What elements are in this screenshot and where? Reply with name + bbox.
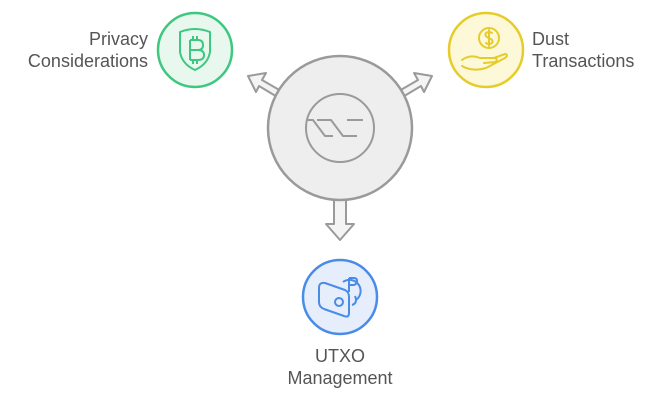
central-hub	[266, 54, 414, 202]
arrow-down-icon	[325, 198, 355, 241]
privacy-node	[156, 11, 234, 89]
privacy-label-line2: Considerations	[27, 51, 148, 71]
shield-bitcoin-icon	[179, 28, 211, 71]
utxo-label-line1: UTXO	[314, 346, 365, 366]
utxo-node	[301, 258, 379, 336]
privacy-label-line1: Privacy	[88, 29, 148, 49]
hand-coin-dollar-icon	[461, 27, 508, 71]
dust-label-line1: Dust	[532, 29, 570, 49]
dust-label: Dust Transactions	[532, 28, 657, 72]
utxo-label: UTXO Management	[270, 345, 410, 389]
privacy-label: Privacy Considerations	[20, 28, 148, 72]
utxo-label-line2: Management	[287, 368, 393, 388]
dust-label-line2: Transactions	[532, 51, 635, 71]
switch-toggle-icon	[307, 119, 363, 137]
dust-node	[447, 11, 525, 89]
wallet-bitcoin-icon	[318, 277, 362, 318]
